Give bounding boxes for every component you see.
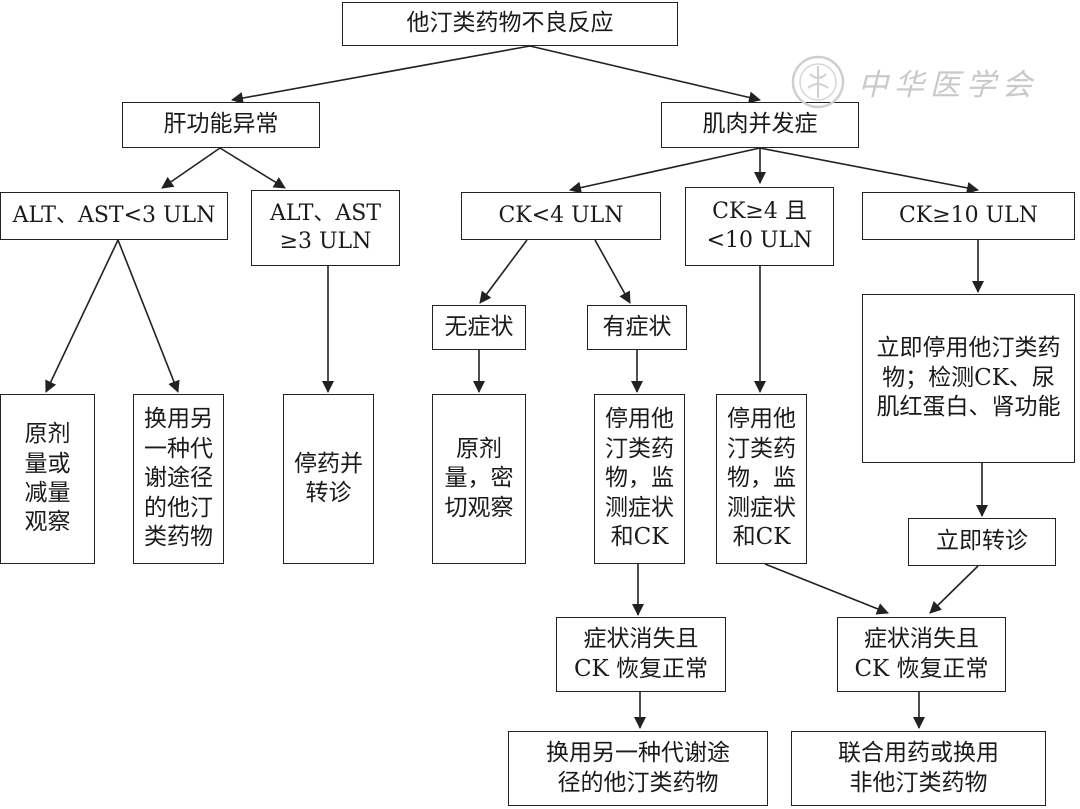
ck-high-action-line-2: 物；检测CK、尿 bbox=[882, 364, 1055, 391]
ck-mid-action-line-3: 物，监 bbox=[727, 465, 796, 492]
liver-low-action-1-line-4: 观察 bbox=[24, 509, 71, 536]
title-box: 他汀类药物不良反应 bbox=[342, 2, 678, 46]
liver-abnormal-box: 肝功能异常 bbox=[122, 102, 320, 148]
no-symptom-action-line-1: 原剂 bbox=[456, 435, 502, 462]
arrow-title-to-liver bbox=[231, 45, 531, 104]
liver-low-action-1-line-1: 原剂 bbox=[24, 421, 71, 448]
ck-low-label: CK<4 ULN bbox=[498, 202, 624, 228]
ck-mid-action-line-5: 和CK bbox=[732, 524, 791, 551]
symptom-box: 有症状 bbox=[587, 305, 687, 350]
muscle-complication-box: 肌肉并发症 bbox=[661, 102, 859, 148]
final-left-box: 换用另一种代谢途 径的他汀类药物 bbox=[508, 731, 768, 806]
symptom-action-line-3: 物，监 bbox=[605, 465, 674, 492]
muscle-complication-label: 肌肉并发症 bbox=[702, 111, 818, 138]
arrow-midaction-to-resolved bbox=[764, 563, 889, 615]
ck-high-action-box: 立即停用他汀类药 物；检测CK、尿 肌红蛋白、肾功能 bbox=[862, 294, 1075, 463]
liver-low-action-2-line-1: 换用另 bbox=[144, 406, 213, 433]
resolved-right-line-2: CK 恢复正常 bbox=[854, 655, 989, 682]
ck-mid-action-box: 停用他 汀类药 物，监 测症状 和CK bbox=[716, 394, 807, 564]
liver-high-box: ALT、AST ≥3 ULN bbox=[251, 190, 400, 266]
symptom-label: 有症状 bbox=[602, 313, 672, 340]
ck-high-action-line-3: 肌红蛋白、肾功能 bbox=[876, 394, 1061, 421]
liver-low-action-2-box: 换用另 一种代 谢途径 的他汀 类药物 bbox=[133, 394, 224, 564]
liver-high-line-1: ALT、AST bbox=[269, 200, 381, 226]
liver-low-action-1-box: 原剂 量或 减量 观察 bbox=[0, 394, 95, 564]
final-left-line-2: 径的他汀类药物 bbox=[557, 769, 719, 796]
seal-icon bbox=[791, 55, 845, 109]
arrow-cklow-to-symptom bbox=[594, 239, 631, 304]
ck-high-box: CK≥10 ULN bbox=[862, 192, 1075, 240]
ck-high-label: CK≥10 ULN bbox=[898, 202, 1039, 228]
ck-low-box: CK<4 ULN bbox=[461, 192, 661, 240]
symptom-action-line-4: 测症状 bbox=[605, 494, 674, 521]
arrow-low-to-action2 bbox=[117, 239, 180, 393]
resolved-right-line-1: 症状消失且 bbox=[864, 626, 979, 653]
resolved-right-box: 症状消失且 CK 恢复正常 bbox=[837, 617, 1006, 692]
ck-mid-action-line-4: 测症状 bbox=[727, 494, 796, 521]
no-symptom-action-line-3: 切观察 bbox=[444, 494, 514, 521]
ck-mid-action-line-2: 汀类药 bbox=[727, 435, 796, 462]
arrow-cklow-to-nosymptom bbox=[479, 239, 528, 304]
liver-low-action-1-line-2: 量或 bbox=[24, 450, 71, 477]
final-right-line-1: 联合用药或换用 bbox=[838, 740, 999, 767]
no-symptom-label: 无症状 bbox=[444, 313, 514, 340]
ck-mid-action-line-1: 停用他 bbox=[727, 406, 796, 433]
title-text: 他汀类药物不良反应 bbox=[406, 10, 614, 37]
no-symptom-action-line-2: 量，密 bbox=[444, 465, 514, 492]
final-left-line-1: 换用另一种代谢途 bbox=[546, 740, 730, 767]
arrow-title-to-muscle bbox=[529, 45, 761, 104]
symptom-action-line-5: 和CK bbox=[610, 524, 669, 551]
resolved-left-line-2: CK 恢复正常 bbox=[573, 655, 709, 682]
final-right-box: 联合用药或换用 非他汀类药物 bbox=[791, 731, 1046, 806]
liver-low-action-1-line-3: 减量 bbox=[24, 480, 71, 506]
liver-high-action-line-1: 停药并 bbox=[294, 450, 363, 477]
liver-low-action-2-line-5: 类药物 bbox=[144, 524, 213, 551]
liver-high-action-box: 停药并 转诊 bbox=[283, 394, 374, 564]
arrow-muscle-to-ckhigh bbox=[759, 147, 979, 194]
watermark-text: 中华医学会 bbox=[858, 68, 1038, 103]
arrow-liver-to-low bbox=[161, 147, 221, 189]
liver-low-box: ALT、AST<3 ULN bbox=[0, 192, 228, 240]
liver-high-line-2: ≥3 ULN bbox=[279, 229, 372, 254]
symptom-action-box: 停用他 汀类药 物，监 测症状 和CK bbox=[594, 394, 685, 564]
symptom-action-line-1: 停用他 bbox=[605, 406, 674, 433]
final-right-line-2: 非他汀类药物 bbox=[849, 769, 988, 796]
arrow-muscle-to-cklow bbox=[569, 147, 761, 194]
liver-low-label: ALT、AST<3 ULN bbox=[12, 202, 216, 228]
liver-low-action-2-line-2: 一种代 bbox=[144, 435, 213, 462]
ck-high-action-line-1: 立即停用他汀类药 bbox=[876, 335, 1061, 362]
liver-low-action-2-line-3: 谢途径 bbox=[144, 465, 213, 492]
ck-mid-line-2: <10 ULN bbox=[706, 227, 813, 253]
ck-mid-box: CK≥4 且 <10 ULN bbox=[685, 187, 834, 266]
arrow-liver-to-high bbox=[219, 147, 286, 189]
liver-low-action-2-line-4: 的他汀 bbox=[144, 494, 213, 521]
liver-abnormal-label: 肝功能异常 bbox=[163, 111, 279, 138]
resolved-left-box: 症状消失且 CK 恢复正常 bbox=[556, 617, 726, 692]
watermark bbox=[788, 52, 1038, 112]
no-symptom-action-box: 原剂 量，密 切观察 bbox=[432, 394, 526, 564]
arrow-low-to-action1 bbox=[45, 239, 119, 393]
arrow-referral-to-resolved bbox=[929, 565, 979, 614]
resolved-left-line-1: 症状消失且 bbox=[583, 626, 699, 653]
ck-mid-line-1: CK≥4 且 bbox=[712, 199, 807, 225]
referral-label: 立即转诊 bbox=[936, 528, 1028, 555]
referral-box: 立即转诊 bbox=[908, 518, 1056, 566]
symptom-action-line-2: 汀类药 bbox=[605, 435, 674, 462]
liver-high-action-line-2: 转诊 bbox=[305, 480, 352, 506]
no-symptom-box: 无症状 bbox=[432, 305, 526, 350]
